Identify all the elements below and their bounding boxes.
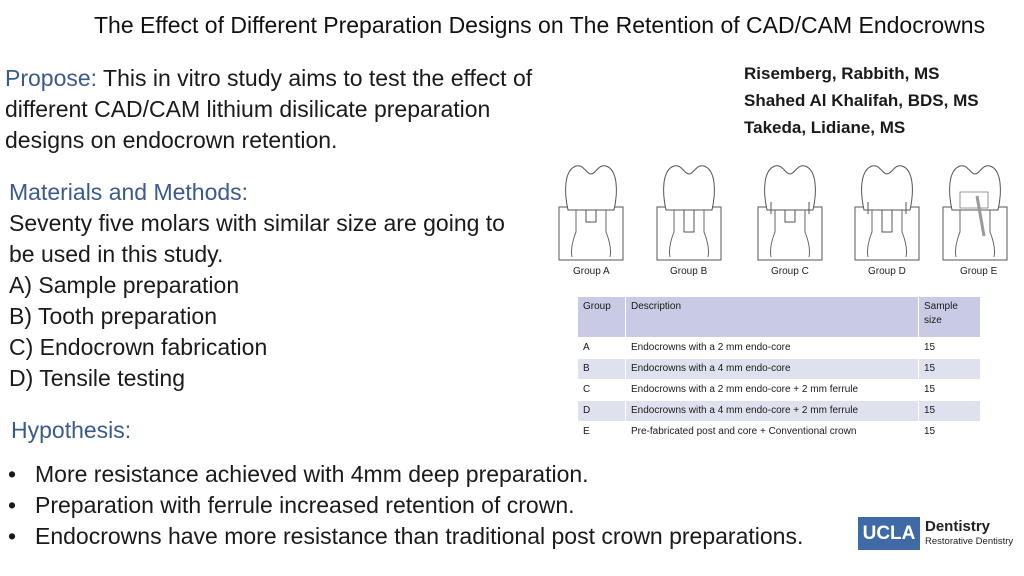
list-item: • More resistance achieved with 4mm deep … (8, 459, 803, 490)
methods-item-b: B) Tooth preparation (9, 303, 217, 329)
cell-group: A (578, 337, 626, 359)
logo-subtitle: Restorative Dentistry (925, 536, 1014, 547)
methods-intro: Seventy five molars with similar size ar… (9, 210, 505, 267)
cell-sample-size: 15 (918, 421, 981, 443)
ucla-dentistry-logo: UCLA Dentistry Restorative Dentistry (858, 517, 1013, 550)
bullet-icon: • (8, 461, 17, 487)
hypothesis-item-3: Endocrowns have more resistance than tra… (35, 523, 804, 549)
cell-description: Endocrowns with a 2 mm endo-core (625, 337, 919, 359)
hypothesis-list: • More resistance achieved with 4mm deep … (8, 459, 803, 552)
table-row: C Endocrowns with a 2 mm endo-core + 2 m… (578, 379, 981, 401)
tooth-group-a-illustration (558, 165, 624, 261)
methods-item-c: C) Endocrown fabrication (9, 334, 268, 360)
author-3: Takeda, Lidiane, MS (744, 118, 906, 137)
tooth-group-b-illustration (656, 165, 722, 261)
hypothesis-item-2: Preparation with ferrule increased reten… (35, 492, 575, 518)
tooth-group-e-illustration (942, 165, 1008, 261)
group-e-label: Group E (960, 266, 998, 277)
slide-title: The Effect of Different Preparation Desi… (94, 12, 986, 38)
cell-group: D (578, 400, 626, 422)
group-b-label: Group B (670, 266, 708, 277)
header-description: Description (625, 297, 919, 338)
hypothesis-item-1: More resistance achieved with 4mm deep p… (35, 461, 589, 487)
group-c-label: Group C (771, 266, 809, 277)
cell-sample-size: 15 (918, 337, 981, 359)
group-a-label: Group A (573, 266, 610, 277)
logo-title: Dentistry (925, 518, 991, 535)
tooth-group-d-illustration (854, 165, 920, 261)
cell-description: Endocrowns with a 4 mm endo-core + 2 mm … (625, 400, 919, 422)
cell-description: Endocrowns with a 2 mm endo-core + 2 mm … (625, 379, 919, 401)
propose-paragraph: Propose: This in vitro study aims to tes… (5, 63, 565, 156)
list-item: • Preparation with ferrule increased rete… (8, 490, 803, 521)
author-2: Shahed Al Khalifah, BDS, MS (744, 91, 979, 110)
groups-table: Group Description Sample size A Endocrow… (578, 297, 981, 443)
author-1: Risemberg, Rabbith, MS (744, 64, 940, 83)
hypothesis-heading: Hypothesis: (11, 417, 132, 443)
bullet-icon: • (8, 492, 17, 518)
table-row: D Endocrowns with a 4 mm endo-core + 2 m… (578, 400, 981, 422)
tooth-group-c-illustration (757, 165, 823, 261)
table-row: E Pre-fabricated post and core + Convent… (578, 421, 981, 443)
ucla-logo-mark: UCLA (858, 517, 920, 550)
header-group: Group (578, 297, 626, 338)
bullet-icon: • (8, 523, 17, 549)
group-d-label: Group D (868, 266, 906, 277)
cell-sample-size: 15 (918, 379, 981, 401)
table-row: B Endocrowns with a 4 mm endo-core 15 (578, 358, 981, 380)
author-list: Risemberg, Rabbith, MS Shahed Al Khalifa… (744, 60, 979, 141)
header-sample-size: Sample size (918, 297, 981, 338)
methods-heading: Materials and Methods: (9, 179, 249, 205)
list-item: • Endocrowns have more resistance than tr… (8, 521, 803, 552)
table-header-row: Group Description Sample size (578, 297, 981, 338)
cell-description: Pre-fabricated post and core + Conventio… (625, 421, 919, 443)
cell-group: E (578, 421, 626, 443)
cell-sample-size: 15 (918, 358, 981, 380)
cell-sample-size: 15 (918, 400, 981, 422)
methods-item-a: A) Sample preparation (9, 272, 240, 298)
propose-text: This in vitro study aims to test the eff… (5, 65, 533, 153)
materials-methods-section: Materials and Methods: Seventy five mola… (9, 177, 529, 394)
cell-group: B (578, 358, 626, 380)
cell-group: C (578, 379, 626, 401)
table-row: A Endocrowns with a 2 mm endo-core 15 (578, 337, 981, 359)
methods-item-d: D) Tensile testing (9, 365, 185, 391)
propose-label: Propose: (5, 65, 98, 91)
cell-description: Endocrowns with a 4 mm endo-core (625, 358, 919, 380)
